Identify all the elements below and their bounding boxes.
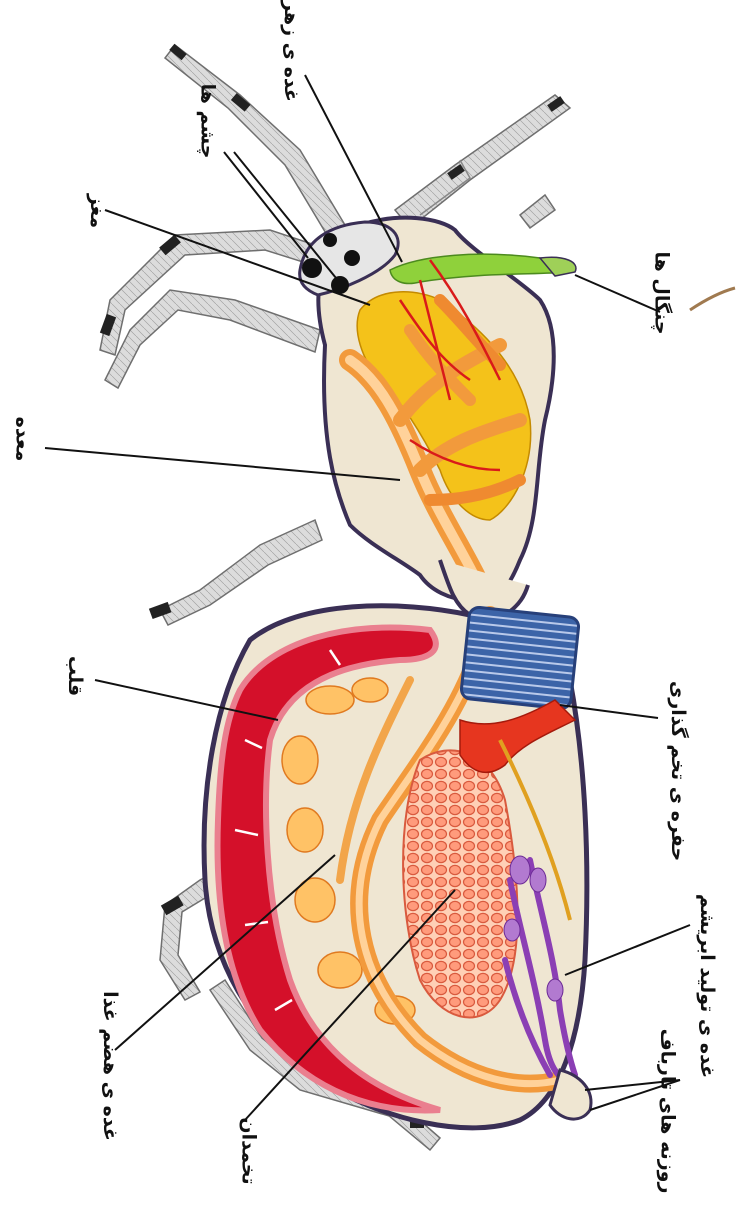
- label-eyes: چشم ها: [196, 84, 218, 159]
- label-digestive-gland: غده ی هضم غذا: [99, 991, 121, 1141]
- ovary-shape: [403, 750, 517, 1017]
- label-spinnerets: روزنه های تارباف: [656, 1029, 678, 1194]
- label-stomach: معده: [11, 417, 33, 462]
- leg-9: [520, 195, 555, 228]
- leg-4: [105, 290, 320, 388]
- label-brain: مغز: [86, 194, 108, 228]
- label-silk-gland: غده ی تولید ابریشم: [696, 894, 718, 1078]
- label-heart: قلب: [64, 656, 86, 696]
- label-chelicerae: چنگال ها: [651, 251, 673, 334]
- leg-5: [160, 520, 322, 625]
- label-ovary: تخمدان: [238, 1117, 260, 1184]
- label-egg-pore: حفره ی تخم گذاری: [667, 681, 689, 861]
- label-venom-gland: غده ی زهر: [280, 0, 302, 102]
- stray-hair: [690, 288, 735, 310]
- leg-2: [165, 45, 345, 240]
- book-lung-shape: [460, 607, 579, 710]
